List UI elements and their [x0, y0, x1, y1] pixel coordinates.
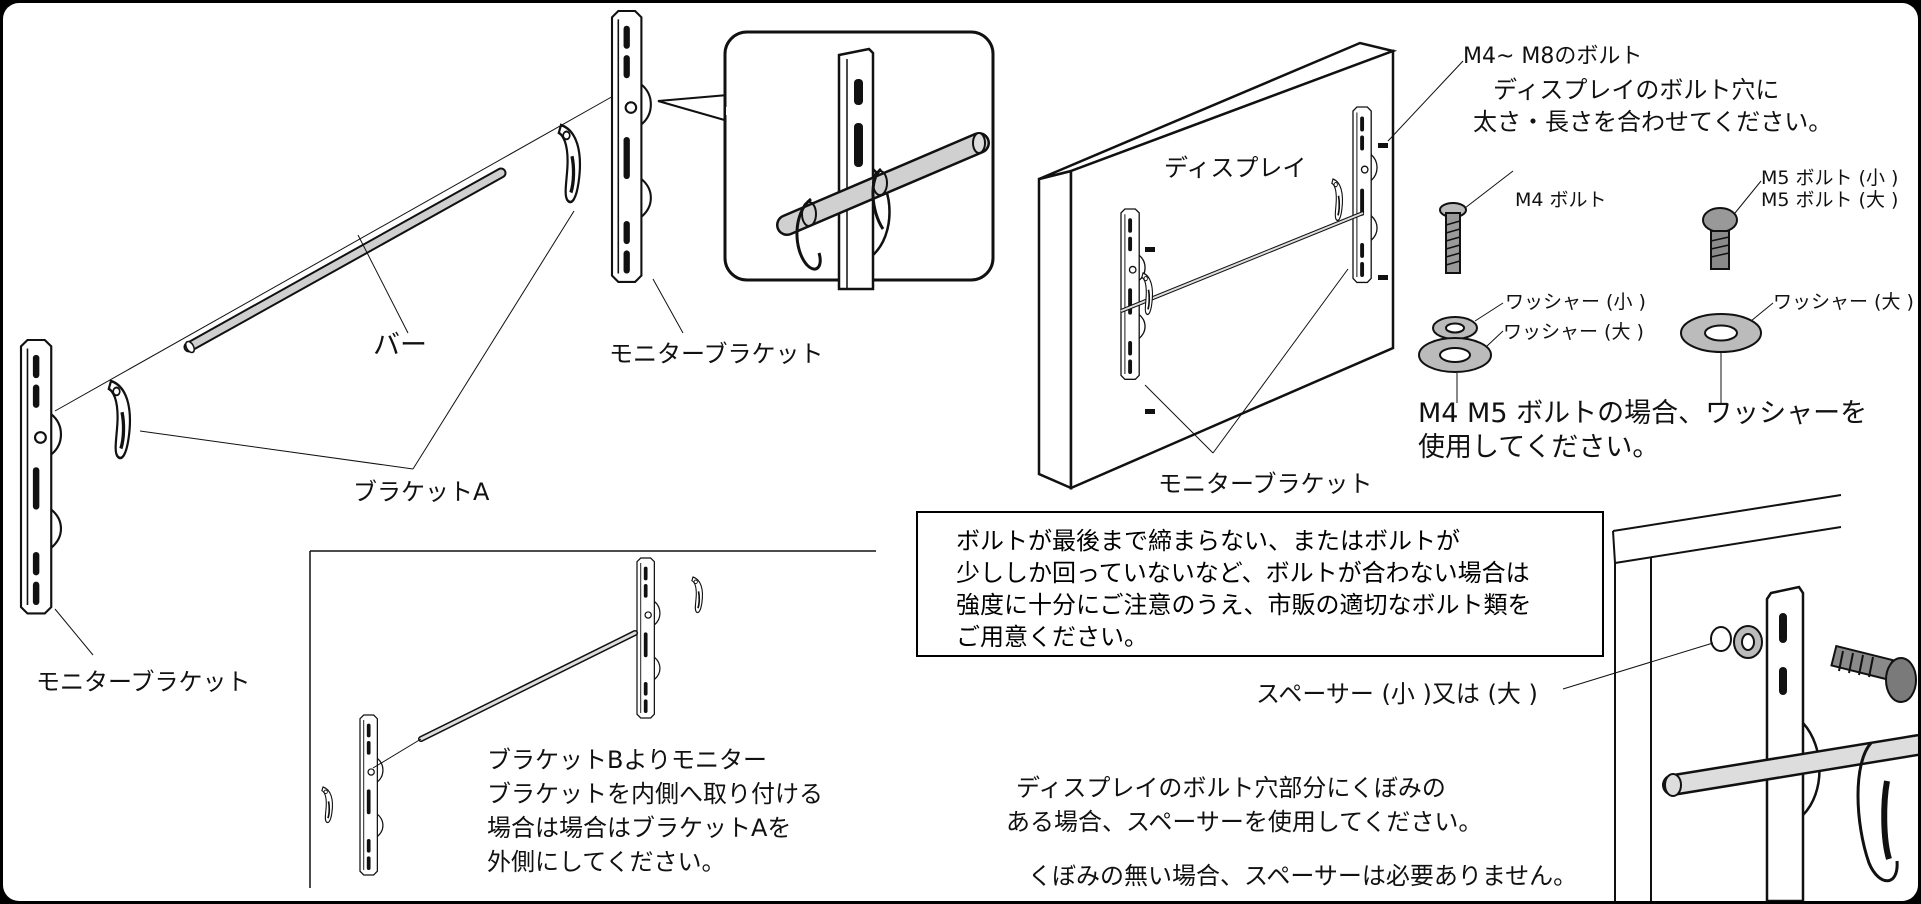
monitor-bracket-display-label: モニターブラケット	[1158, 470, 1373, 498]
warning-line-4: ご用意ください。	[956, 623, 1148, 651]
warning-line-2: 少ししか回っていないなど、ボルトが合わない場合は	[956, 559, 1530, 587]
m4-m8-desc-2: 太さ・長さを合わせてください。	[1473, 108, 1833, 136]
m4-m5-note-1: M4 M5 ボルトの場合、ワッシャーを	[1418, 398, 1868, 429]
inset-diagram	[309, 550, 876, 888]
spacer-note-2: ある場合、スペーサーを使用してください。	[1006, 808, 1483, 836]
display-panel-art	[1037, 41, 1464, 490]
m4-m5-note-2: 使用してください。	[1418, 432, 1660, 463]
m4-m8-bolt-label: M4~ M8のボルト	[1463, 44, 1643, 69]
spacer-note-3: くぼみの無い場合、スペーサーは必要ありません。	[1028, 862, 1578, 890]
washer-large-label: ワッシャー (大 )	[1503, 321, 1644, 343]
spacer-label: スペーサー (小 )又は (大 )	[1256, 680, 1538, 708]
monitor-bracket-top	[610, 9, 652, 283]
assembly-illustration	[19, 9, 1918, 901]
m4-bolt-art	[1439, 170, 1514, 274]
warning-line-1: ボルトが最後まで締まらない、またはボルトが	[956, 527, 1460, 555]
inset-note-2: ブラケットを内側へ取り付ける	[487, 780, 823, 808]
m5-bolt-large-label: M5 ボルト (大 )	[1761, 189, 1899, 211]
warning-box: ボルトが最後まで締まらない、またはボルトが 少ししか回っていないなど、ボルトが合…	[916, 511, 1604, 657]
bar-rod	[183, 167, 507, 354]
zoom-callout	[657, 30, 995, 291]
monitor-bracket-left	[19, 338, 63, 615]
bracket-a-label: ブラケットA	[353, 478, 490, 506]
inset-note-4: 外側にしてください。	[487, 848, 726, 876]
washer-large-2-art	[1680, 302, 1774, 403]
warning-line-3: 強度に十分にご注意のうえ、市販の適切なボルト類を	[956, 591, 1532, 619]
inset-note-3: 場合は場合はブラケットAを	[487, 814, 792, 842]
hardware-parts	[1418, 170, 1774, 403]
m5-bolt-art	[1702, 180, 1762, 270]
display-label: ディスプレイ	[1164, 154, 1307, 182]
m5-bolt-small-label: M5 ボルト (小 )	[1761, 167, 1899, 189]
m4-m8-desc-1: ディスプレイのボルト穴に	[1493, 76, 1780, 104]
bar-label: バー	[373, 330, 427, 361]
bracket-a-lower	[106, 379, 132, 460]
washer-small-label: ワッシャー (小 )	[1505, 291, 1646, 313]
washer-large-2-label: ワッシャー (大 )	[1773, 291, 1914, 313]
inset-note-1: ブラケットBよりモニター	[487, 746, 767, 774]
monitor-bracket-left-label: モニターブラケット	[36, 668, 251, 696]
spacer-note-1: ディスプレイのボルト穴部分にくぼみの	[1016, 774, 1446, 802]
washer-large-art	[1418, 330, 1504, 403]
exploded-assembly	[19, 9, 684, 656]
monitor-bracket-top-label: モニターブラケット	[609, 340, 824, 368]
m4-bolt-label: M4 ボルト	[1515, 189, 1607, 211]
bracket-a-upper	[556, 123, 582, 204]
washer-small-art	[1432, 302, 1504, 340]
diagram-panel: バー モニターブラケット ブラケットA モニターブラケット ディスプレイ モニタ…	[3, 3, 1918, 901]
spacer-closeup	[1562, 494, 1918, 901]
closeup-bolt	[1830, 644, 1917, 703]
